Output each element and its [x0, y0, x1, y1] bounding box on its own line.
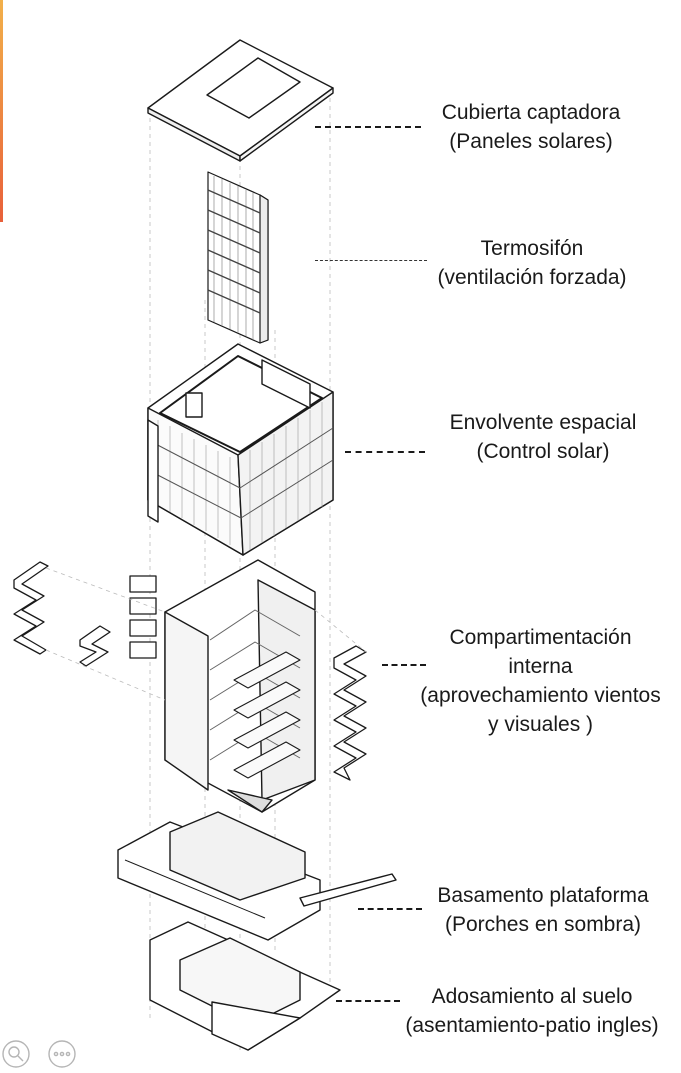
label-platform-title: Basamento plataforma [420, 881, 666, 910]
leader-roof [315, 126, 421, 128]
label-partition-line4: y visuales ) [400, 710, 681, 739]
label-envelope-subtitle: (Control solar) [428, 437, 658, 466]
leader-platform [358, 908, 422, 910]
label-envelope: Envolvente espacial (Control solar) [428, 408, 658, 466]
label-ground-subtitle: (asentamiento-patio ingles) [385, 1011, 679, 1040]
label-thermosiphon-title: Termosifón [418, 234, 646, 263]
viewer-controls [2, 1040, 82, 1068]
stair-piece-right [334, 646, 366, 780]
stair-pieces-left [14, 562, 156, 666]
label-ground: Adosamiento al suelo (asentamiento-patio… [385, 982, 679, 1040]
leader-thermosiphon [315, 260, 427, 261]
label-thermosiphon: Termosifón (ventilación forzada) [418, 234, 646, 292]
envelope-block [148, 344, 333, 555]
label-roof-title: Cubierta captadora [420, 98, 642, 127]
roof-slab [148, 40, 333, 161]
label-roof: Cubierta captadora (Paneles solares) [420, 98, 642, 156]
magnifier-icon[interactable] [3, 1041, 29, 1067]
platform-base [118, 812, 396, 940]
leader-envelope [345, 451, 425, 453]
label-roof-subtitle: (Paneles solares) [420, 127, 642, 156]
ellipsis-icon[interactable] [49, 1041, 75, 1067]
label-partition: Compartimentación interna (aprovechamien… [400, 623, 681, 739]
label-thermosiphon-subtitle: (ventilación forzada) [418, 263, 646, 292]
partition-core [165, 560, 315, 812]
label-partition-title: Compartimentación [400, 623, 681, 652]
thermosiphon-panel [208, 172, 268, 343]
ground-foundation [150, 922, 340, 1050]
label-partition-line2: interna [400, 652, 681, 681]
label-ground-title: Adosamiento al suelo [385, 982, 679, 1011]
label-platform: Basamento plataforma (Porches en sombra) [420, 881, 666, 939]
label-envelope-title: Envolvente espacial [428, 408, 658, 437]
label-partition-line3: (aprovechamiento vientos [400, 681, 681, 710]
label-platform-subtitle: (Porches en sombra) [420, 910, 666, 939]
